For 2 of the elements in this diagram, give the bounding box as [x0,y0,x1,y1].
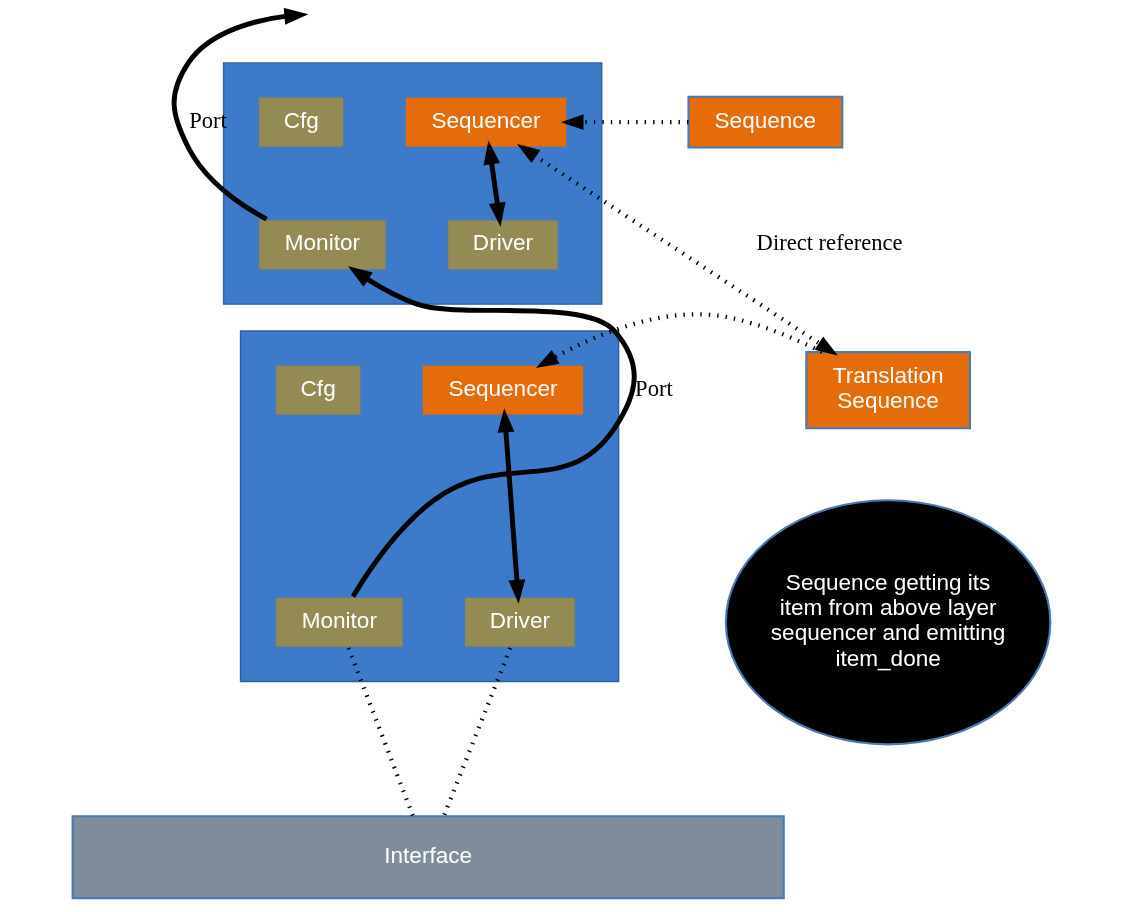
edge-label: Direct reference [756,230,903,256]
edge-label: Port [634,375,673,401]
